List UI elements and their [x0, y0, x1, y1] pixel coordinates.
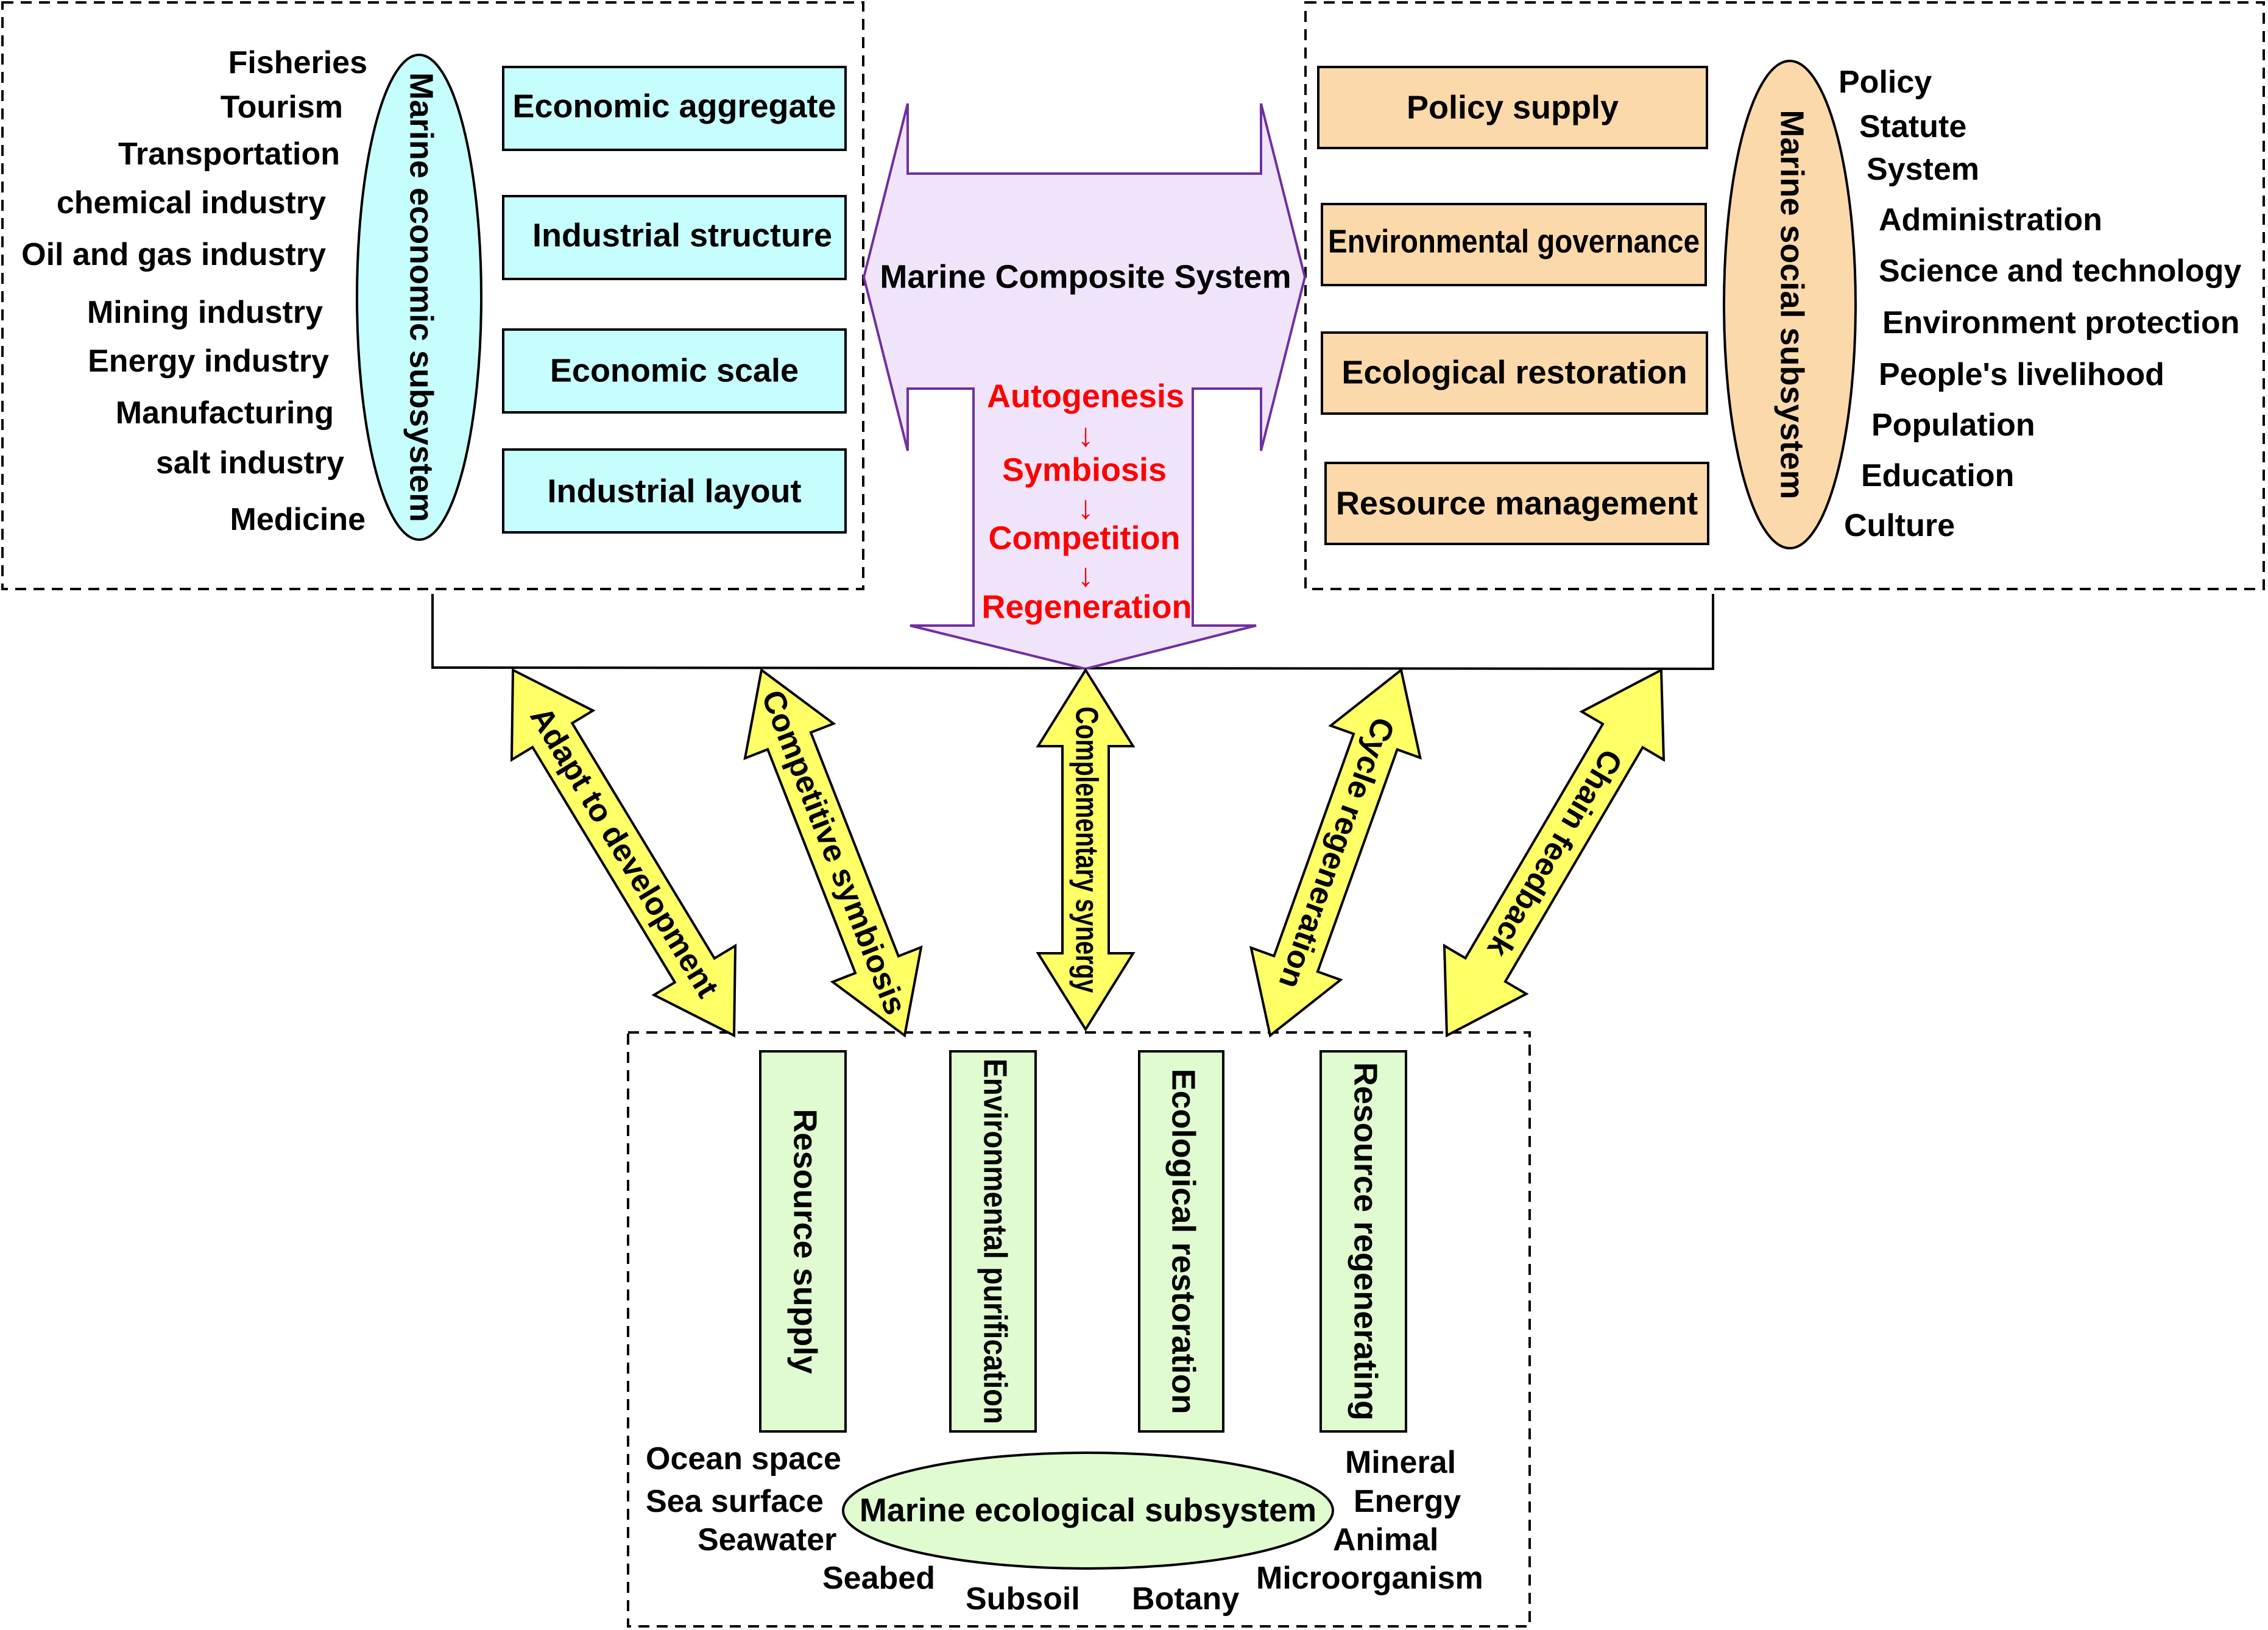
ecological-item: Microorganism: [1256, 1561, 1483, 1596]
social-item: Science and technology: [1879, 253, 2241, 289]
ecological-item: Seawater: [698, 1522, 836, 1558]
economic-item: chemical industry: [57, 185, 326, 221]
ecological-items-right: Botany Mineral Energy Animal Microorgani…: [1132, 1445, 1483, 1617]
stage-label: Regeneration: [981, 588, 1192, 625]
connector-line: [431, 594, 1714, 671]
stage-arrow-icon: ↓: [1078, 557, 1094, 593]
social-box-label: Ecological restoration: [1341, 354, 1687, 390]
economic-box: [502, 448, 847, 534]
ecological-item: Energy: [1354, 1484, 1461, 1519]
link-arrow-shape: [510, 668, 737, 1038]
economic-item: Manufacturing: [116, 395, 334, 431]
ecological-item: Seabed: [822, 1561, 935, 1596]
social-items: Policy Statute System Administration Sci…: [1839, 65, 2241, 543]
link-arrow: Competitive symbiosis: [743, 668, 923, 1038]
economic-item: Tourism: [221, 90, 343, 125]
economic-frame: [1, 1, 864, 590]
ecological-ellipse: [842, 1452, 1334, 1570]
link-arrow-shape: [743, 668, 923, 1038]
ecological-item: Sea surface: [646, 1484, 824, 1519]
social-boxes: Policy supply Environmental governance E…: [1317, 66, 1709, 545]
link-label: Chain feedback: [1480, 743, 1630, 963]
social-item: Culture: [1844, 508, 1955, 543]
link-label: Complementary synergy: [1069, 707, 1104, 993]
economic-box-label: Economic scale: [550, 352, 799, 389]
social-box-label: Resource management: [1336, 485, 1698, 521]
economic-title: Marine economic subsystem: [403, 72, 440, 522]
ecological-box-label: Environmental purification: [977, 1059, 1014, 1424]
social-ellipse: [1723, 60, 1857, 549]
ecological-item: Mineral: [1345, 1445, 1456, 1480]
social-item: System: [1867, 152, 1979, 187]
social-item: Policy: [1839, 65, 1932, 100]
composite-title: Marine Composite System: [880, 258, 1291, 295]
ecological-items-left: Ocean space Sea surface Seawater Seabed …: [646, 1441, 1080, 1617]
composite-arrow: [862, 103, 1307, 671]
stage-label: Symbiosis: [1002, 451, 1167, 488]
social-box-label: Policy supply: [1407, 89, 1619, 125]
link-arrow: Cycle regeneration: [1249, 668, 1422, 1038]
economic-item: Mining industry: [87, 295, 323, 330]
composite-stages: Autogenesis ↓ Symbiosis ↓ Competition ↓ …: [981, 378, 1192, 625]
link-label: Cycle regeneration: [1271, 713, 1401, 993]
link-arrow: Adapt to development: [510, 668, 737, 1038]
economic-items: Fisheries Tourism Transportation chemica…: [21, 45, 367, 537]
ecological-item: Botany: [1132, 1581, 1239, 1617]
ecological-item: Subsoil: [966, 1581, 1080, 1617]
economic-item: salt industry: [156, 445, 344, 481]
ecological-box: [1138, 1050, 1224, 1433]
social-title: Marine social subsystem: [1774, 110, 1811, 499]
ecological-item: Animal: [1333, 1522, 1438, 1558]
economic-box-label: Industrial layout: [547, 473, 801, 509]
stage-label: Competition: [989, 520, 1181, 556]
economic-box-label: Industrial structure: [532, 217, 832, 253]
link-label: Competitive symbiosis: [754, 685, 913, 1020]
ecological-box: [1319, 1050, 1407, 1433]
economic-item: Transportation: [118, 136, 340, 172]
stage-arrow-icon: ↓: [1078, 489, 1094, 526]
stage-arrow-icon: ↓: [1078, 417, 1094, 453]
link-arrow-shape: [1443, 668, 1666, 1038]
stage-label: Autogenesis: [987, 378, 1184, 414]
ecological-boxes: Resource supply Environmental purificati…: [759, 1050, 1407, 1433]
social-box-label: Environmental governance: [1328, 223, 1700, 259]
economic-item: Energy industry: [88, 344, 329, 379]
economic-item: Fisheries: [228, 45, 367, 80]
link-arrow-shape: [1036, 668, 1136, 1032]
social-box: [1317, 66, 1708, 149]
economic-box-label: Economic aggregate: [512, 88, 836, 124]
ecological-title: Marine ecological subsystem: [860, 1492, 1316, 1528]
ecological-box-label: Ecological restoration: [1165, 1068, 1202, 1414]
ecological-box-label: Resource regenerating: [1348, 1062, 1384, 1420]
social-item: Administration: [1879, 202, 2102, 238]
ecological-box-label: Resource supply: [787, 1109, 824, 1374]
social-item: People's livelihood: [1879, 357, 2164, 392]
social-item: Population: [1871, 407, 2035, 443]
link-label: Adapt to development: [523, 701, 725, 1004]
social-frame: [1304, 1, 2265, 590]
social-box: [1321, 203, 1707, 286]
ecological-box: [949, 1050, 1037, 1433]
economic-item: Medicine: [230, 502, 366, 537]
link-arrow-shape: [1249, 668, 1422, 1038]
ecological-frame: [627, 1031, 1531, 1628]
social-item: Environment protection: [1882, 305, 2239, 340]
link-arrow: Chain feedback: [1443, 668, 1666, 1038]
link-arrow: Complementary synergy: [1036, 668, 1136, 1032]
economic-box: [502, 195, 847, 280]
social-box: [1324, 462, 1709, 545]
economic-box: [502, 328, 847, 414]
economic-boxes: Economic aggregate Industrial structure …: [502, 66, 847, 534]
economic-box: [502, 66, 847, 151]
economic-item: Oil and gas industry: [21, 237, 326, 272]
social-item: Statute: [1859, 109, 1966, 144]
social-box: [1321, 331, 1708, 415]
ecological-item: Ocean space: [646, 1441, 841, 1477]
social-item: Education: [1861, 458, 2014, 493]
ecological-box: [759, 1050, 847, 1433]
economic-ellipse: [356, 54, 482, 541]
